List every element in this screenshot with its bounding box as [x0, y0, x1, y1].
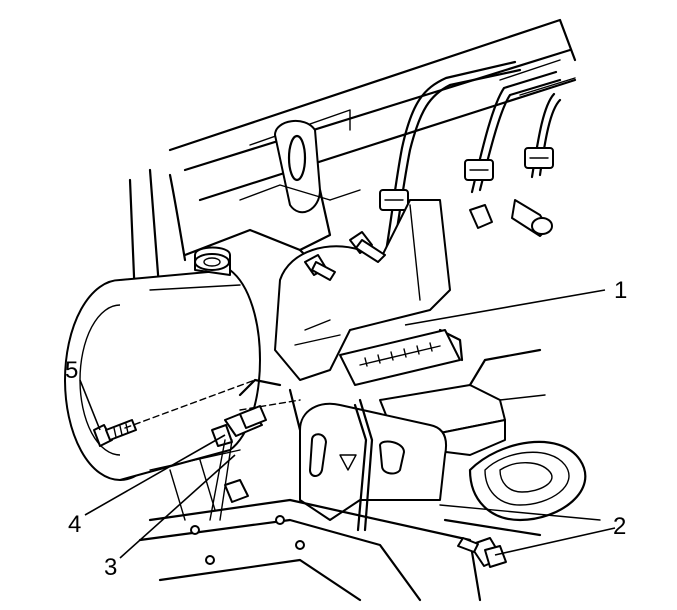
line-clips [379, 147, 554, 211]
mount-plate [288, 388, 448, 532]
bracket-bolts [304, 199, 553, 281]
lifting-bracket [274, 120, 332, 252]
ground-bracket [209, 378, 282, 521]
leader-2 [494, 527, 616, 556]
leader-1 [404, 289, 606, 326]
flywheel-ring [439, 440, 601, 537]
lower-frame [138, 459, 482, 602]
callout-labels: 1 2 3 4 5 [65, 277, 627, 581]
callout-5: 5 [65, 357, 78, 384]
bolt-2 [457, 537, 507, 568]
leader-3 [119, 454, 236, 559]
callout-1: 1 [614, 277, 627, 304]
upper-frame-rails [168, 18, 577, 202]
bolt-5 [93, 419, 137, 447]
callout-3: 3 [104, 554, 117, 581]
leader-5 [79, 379, 101, 431]
bolt-paths [124, 379, 301, 429]
leader-lines [79, 289, 616, 559]
callout-2: 2 [613, 513, 626, 540]
callout-4: 4 [68, 511, 81, 538]
leader-4 [84, 434, 226, 516]
